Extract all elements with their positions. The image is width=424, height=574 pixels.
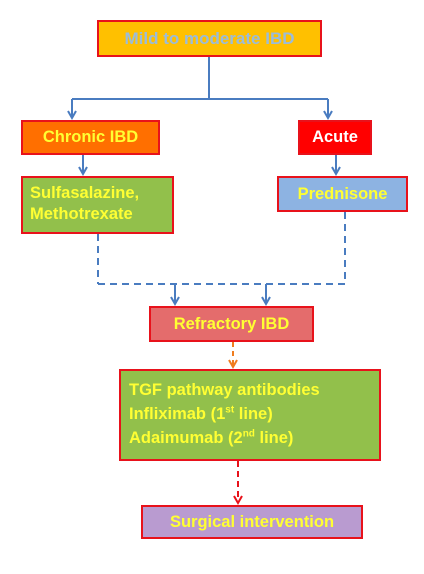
node-chronic-label: Chronic IBD — [42, 128, 139, 146]
node-mild-to-moderate-ibd: Mild to moderate IBD — [97, 20, 322, 57]
node-tgf-line3-post: line) — [254, 429, 294, 447]
node-tgf-line3: Adaimumab (2nd line) — [129, 426, 372, 450]
node-acute-label: Acute — [312, 128, 358, 146]
node-acute: Acute — [298, 120, 372, 155]
node-tgf-line3-sup: nd — [242, 428, 255, 440]
node-surgical-intervention: Surgical intervention — [141, 505, 363, 539]
node-tgf-line2-post: line) — [234, 405, 273, 423]
node-tgf-line1: TGF pathway antibodies — [129, 381, 320, 399]
node-sulfa-line1: Sulfasalazine, — [30, 184, 140, 202]
node-tgf-line2: Infliximab (1st line) — [129, 402, 372, 426]
node-tgf-pathway-antibodies: TGF pathway antibodies Infliximab (1st l… — [119, 369, 381, 461]
node-prednisone: Prednisone — [277, 176, 408, 212]
node-tgf-line2-sup: st — [225, 404, 235, 416]
node-refractory-ibd: Refractory IBD — [149, 306, 314, 342]
node-tgf-line2-pre: Infliximab (1 — [129, 405, 226, 423]
node-tgf-line3-pre: Adaimumab (2 — [129, 429, 243, 447]
node-prednisone-label: Prednisone — [297, 184, 388, 203]
node-refractory-label: Refractory IBD — [173, 314, 290, 333]
node-mild-label: Mild to moderate IBD — [124, 29, 295, 48]
node-surgical-label: Surgical intervention — [169, 512, 335, 531]
node-sulfasalazine-methotrexate: Sulfasalazine, Methotrexate — [21, 176, 174, 234]
node-sulfa-line2: Methotrexate — [30, 205, 133, 223]
node-chronic-ibd: Chronic IBD — [21, 120, 160, 155]
